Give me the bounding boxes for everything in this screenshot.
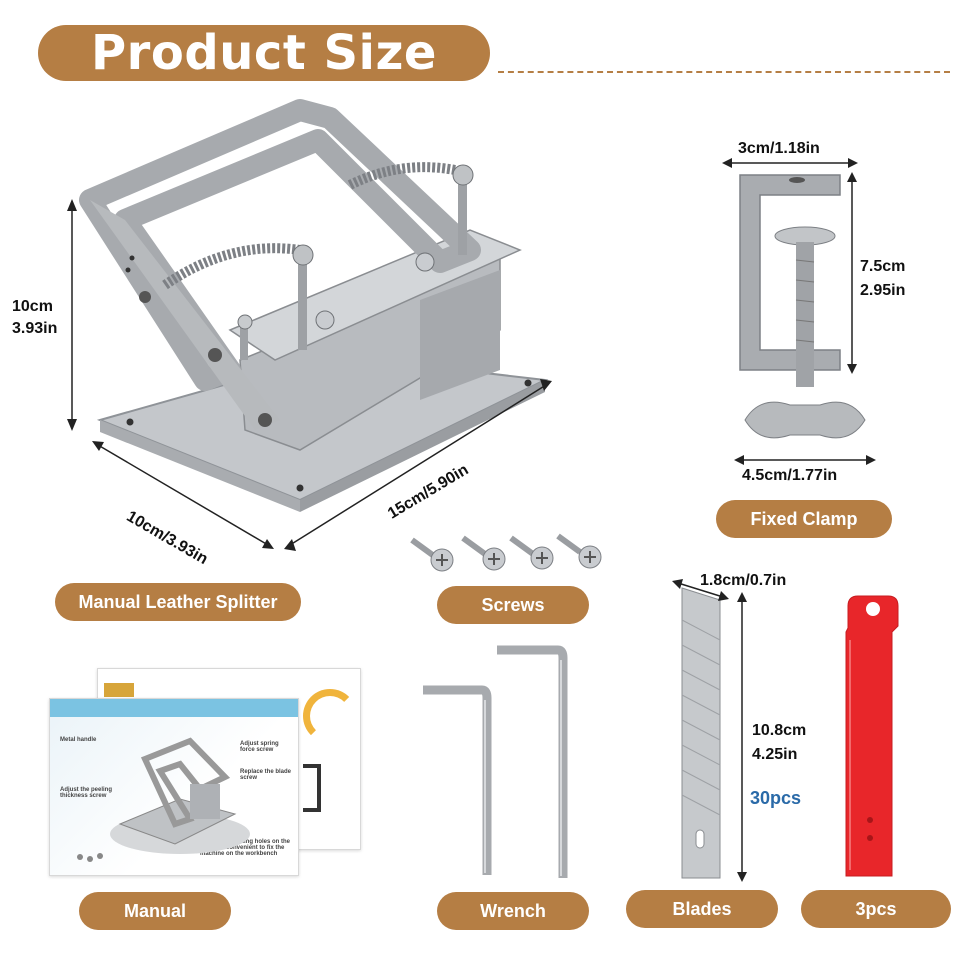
manual-header-band	[50, 699, 298, 717]
splitter-height-cm: 10cm	[12, 298, 53, 315]
blades-label: Blades	[626, 890, 778, 928]
blade-length-cm: 10.8cm	[752, 722, 807, 739]
manual-label: Manual	[79, 892, 231, 930]
manual-front-page: Metal handle Adjust spring force screw R…	[49, 698, 299, 876]
manual-decoration	[104, 683, 134, 697]
clamp-height-cm: 7.5cm	[860, 258, 906, 275]
clamp-label: Fixed Clamp	[716, 500, 892, 538]
manual-callout-spring: Adjust spring force screw	[240, 741, 279, 753]
manual-callout-mounting: The four mounting holes on the base are …	[200, 839, 290, 857]
clamp-top-dimension: 3cm/1.18in	[738, 140, 820, 157]
blade-quantity: 30pcs	[750, 788, 802, 808]
header-divider	[498, 71, 950, 73]
manual-product-illustration	[77, 737, 250, 862]
clamp-bottom-dimension: 4.5cm/1.77in	[742, 467, 838, 484]
blade-width: 1.8cm/0.7in	[700, 572, 787, 589]
wrench-label: Wrench	[437, 892, 589, 930]
page-title: Product Size	[38, 25, 490, 81]
manual-callout-thickness: Adjust the peeling thickness screw	[60, 787, 113, 799]
manual-decoration-frame	[303, 764, 321, 812]
manual-callout-blade: Replace the blade screw	[240, 769, 292, 781]
blade-case-label: 3pcs	[801, 890, 951, 928]
splitter-height-in: 3.93in	[12, 320, 58, 337]
manual-callout-handle: Metal handle	[60, 737, 97, 743]
screws-label: Screws	[437, 586, 589, 624]
blade-length-in: 4.25in	[752, 746, 798, 763]
splitter-label: Manual Leather Splitter	[55, 583, 301, 621]
manual-decoration-arc	[303, 689, 357, 743]
clamp-height-in: 2.95in	[860, 282, 906, 299]
